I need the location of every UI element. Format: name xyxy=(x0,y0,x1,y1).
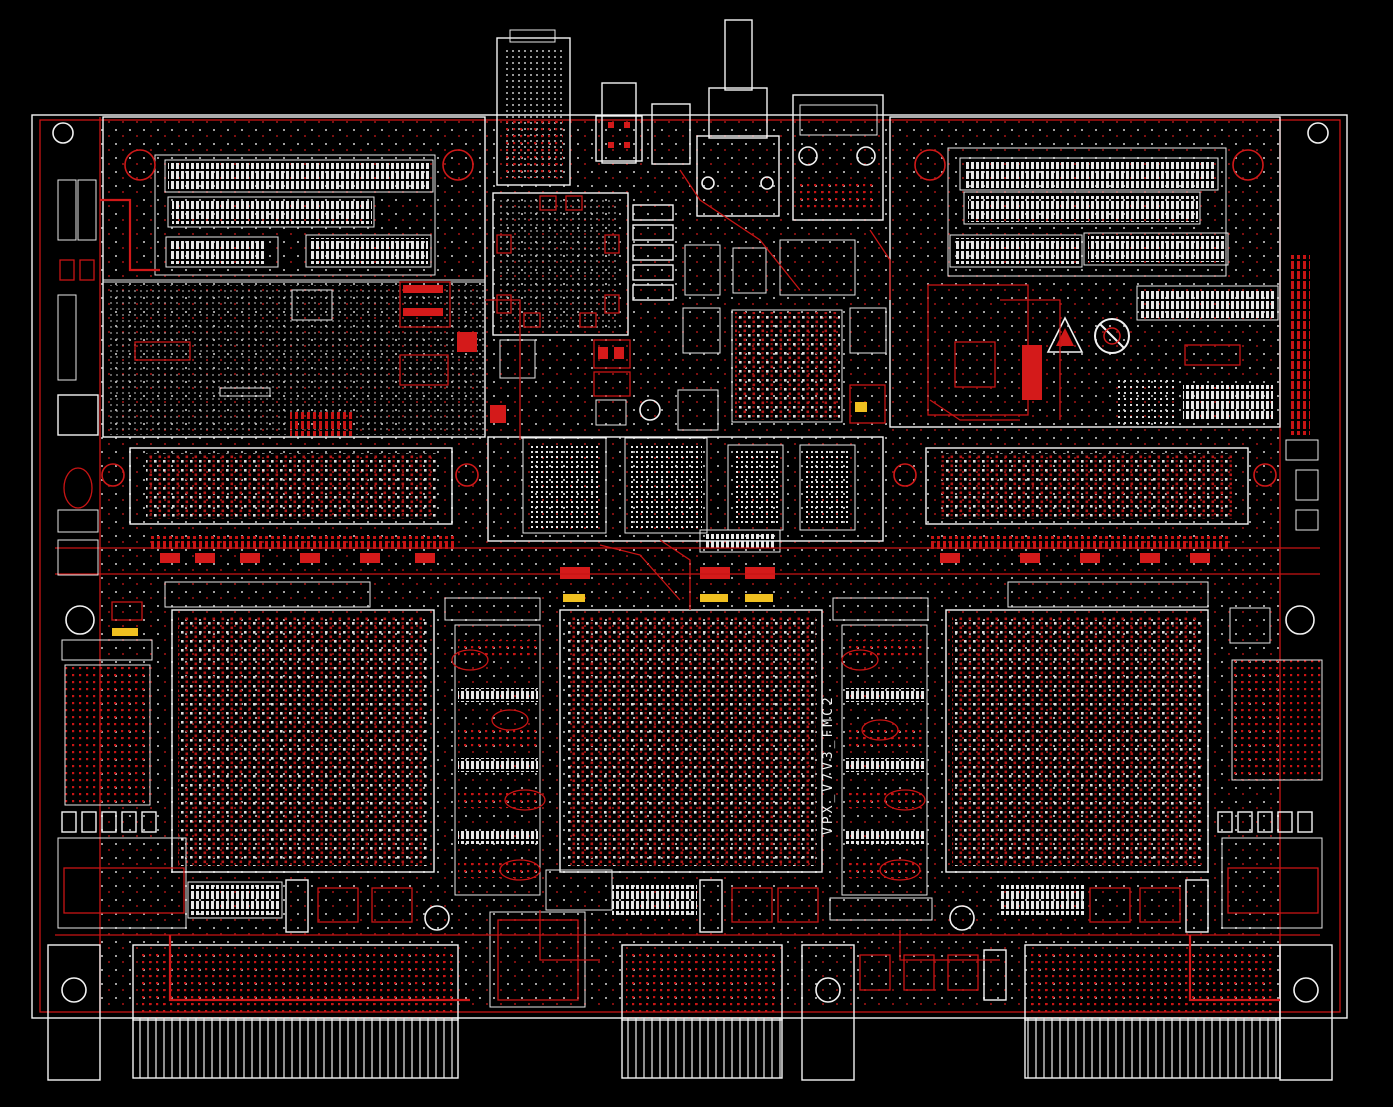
copper-traces xyxy=(100,169,1280,1002)
fpga-bga-right xyxy=(945,609,1209,873)
right-edge-components xyxy=(914,122,1329,929)
ddr-memory-chips xyxy=(487,436,884,553)
fpga-bga-left xyxy=(171,609,435,873)
top-connectors xyxy=(496,19,884,221)
pb-free-logo-icon xyxy=(1094,318,1130,354)
board-silkscreen-label: VPX_V7V3_FMC2 xyxy=(821,694,836,835)
inter-fpga-components xyxy=(451,624,928,896)
left-edge-components xyxy=(52,122,474,929)
vpx-connectors xyxy=(47,944,1333,1081)
center-top-components xyxy=(490,192,887,431)
mezzanine-left xyxy=(102,116,486,438)
fpga-bga-center xyxy=(559,609,823,873)
decoupling-rows xyxy=(55,536,1320,636)
top-memory-modules xyxy=(101,447,1277,525)
lower-component-row xyxy=(55,869,1320,1008)
mezzanine-right xyxy=(889,116,1281,428)
